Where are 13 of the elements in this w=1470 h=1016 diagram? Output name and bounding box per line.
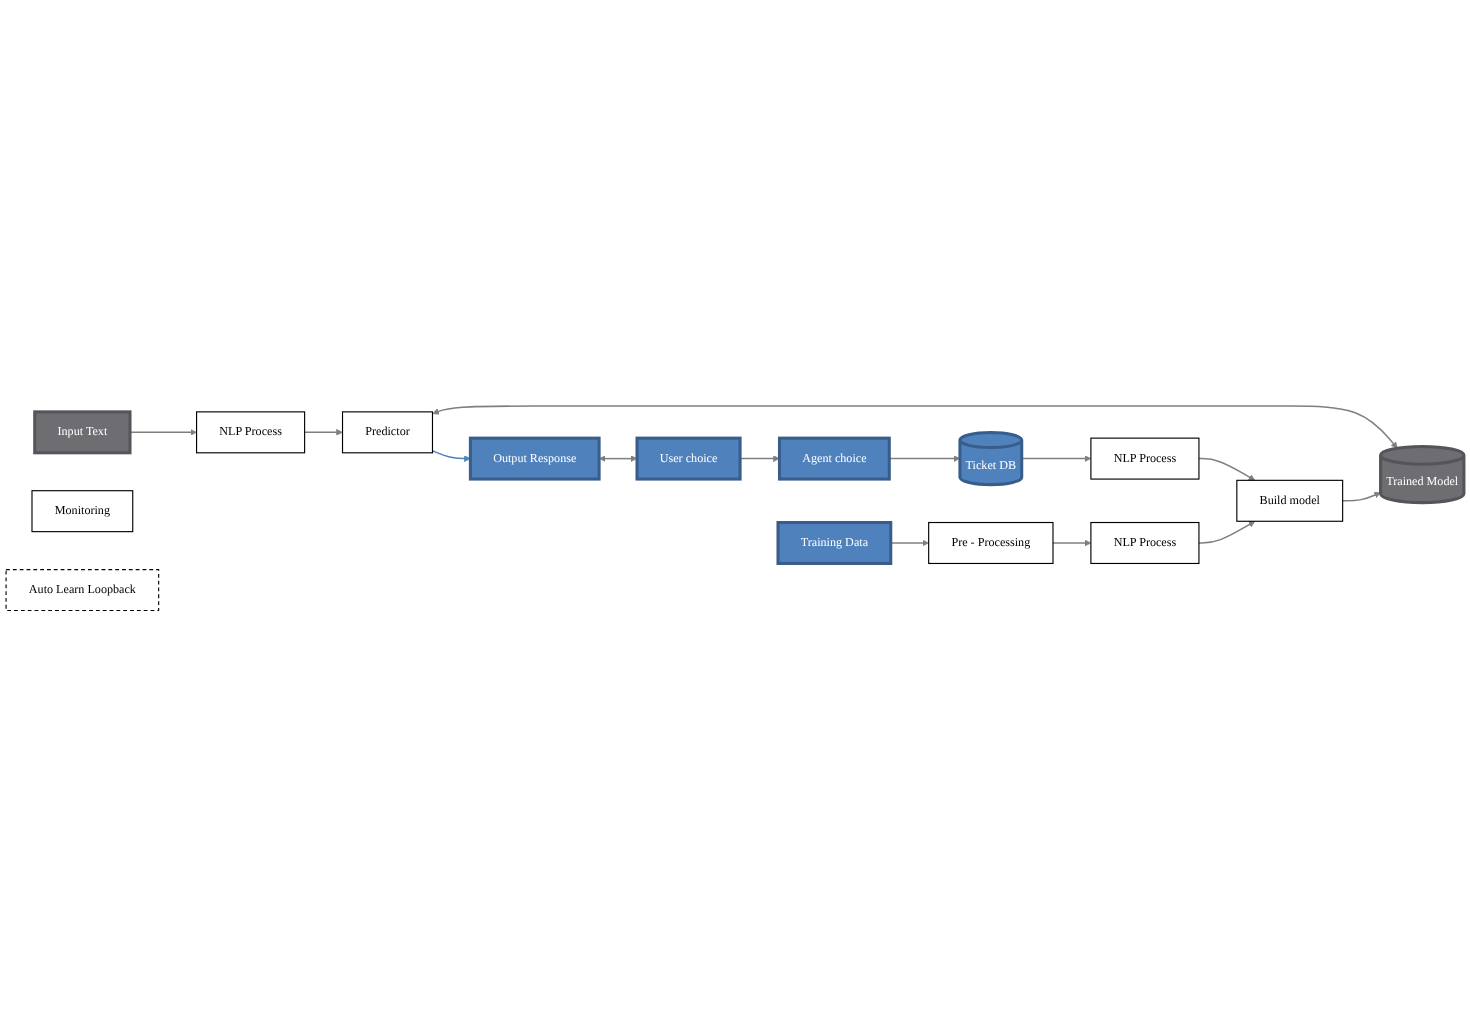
arrow [129,428,197,436]
arrow [739,455,780,462]
arrow [890,539,929,547]
arrow [431,449,471,462]
arrow [1341,491,1381,502]
arrow [1020,455,1092,462]
arrow [1198,520,1256,544]
arrow [432,405,1398,449]
arrow [303,428,343,436]
arrow [888,455,961,462]
arrow [1198,457,1256,481]
arrow [599,455,638,462]
arrow [1052,539,1092,547]
